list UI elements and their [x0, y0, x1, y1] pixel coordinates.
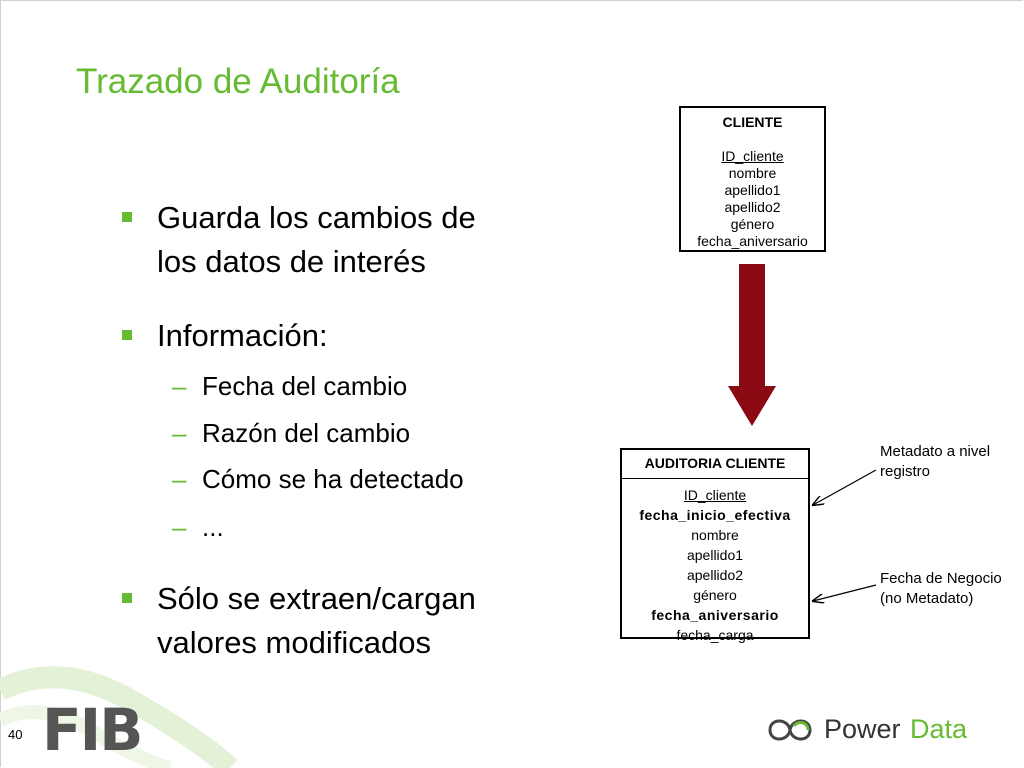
cliente-table: CLIENTE ID_cliente nombre apellido1 apel…: [679, 106, 826, 252]
page-title: Trazado de Auditoría: [76, 62, 400, 101]
annotation-arrow-1: [813, 469, 877, 505]
table-field: apellido1: [686, 547, 744, 563]
table-field: nombre: [691, 527, 739, 543]
bullet-text-line-1: Guarda los cambios de: [157, 200, 476, 235]
bullet-marker: [122, 593, 132, 603]
table-field: género: [693, 587, 737, 603]
page-number: 40: [8, 727, 23, 742]
infinity-icon: [768, 719, 812, 741]
sub-marker: –: [172, 371, 187, 401]
table-field-pk: ID_cliente: [683, 487, 747, 503]
table-field: apellido1: [724, 182, 781, 198]
table-field: nombre: [728, 165, 777, 181]
bullet-marker: [122, 330, 132, 340]
sub-marker: –: [172, 418, 187, 448]
bullet-marker: [122, 212, 132, 222]
bullet-text-line-1: Sólo se extraen/cargan: [157, 581, 476, 616]
sub-marker: –: [172, 464, 187, 494]
table-header: AUDITORIA CLIENTE: [622, 455, 808, 479]
table-field-highlight: fecha_aniversario: [651, 607, 779, 623]
bullet-text-line-1: Información:: [157, 318, 328, 353]
bullet-text-line-2: valores modificados: [157, 625, 431, 660]
table-field: fecha_aniversario: [697, 233, 808, 249]
auditoria-cliente-table: AUDITORIA CLIENTE ID_cliente fecha_inici…: [620, 448, 810, 643]
table-field: fecha_carga: [676, 627, 754, 643]
powerdata-logo: Power Data: [764, 712, 994, 746]
annotation-business-date: Fecha de Negocio (no Metadato): [880, 570, 1002, 607]
bullet-text-line-2: los datos de interés: [157, 244, 426, 279]
table-field-highlight: fecha_inicio_efectiva: [639, 507, 791, 523]
table-header: CLIENTE: [722, 114, 783, 130]
annotation-metadata: Metadato a nivel registro: [880, 443, 991, 480]
down-arrow-icon: [728, 264, 776, 426]
table-field: apellido2: [686, 567, 744, 583]
fib-logo: FIB: [42, 696, 143, 764]
table-field: apellido2: [724, 199, 781, 215]
annotation-arrow-2: [813, 584, 877, 601]
sub-marker: –: [172, 512, 187, 542]
table-field-pk: ID_cliente: [721, 148, 784, 164]
table-field: género: [730, 216, 775, 232]
